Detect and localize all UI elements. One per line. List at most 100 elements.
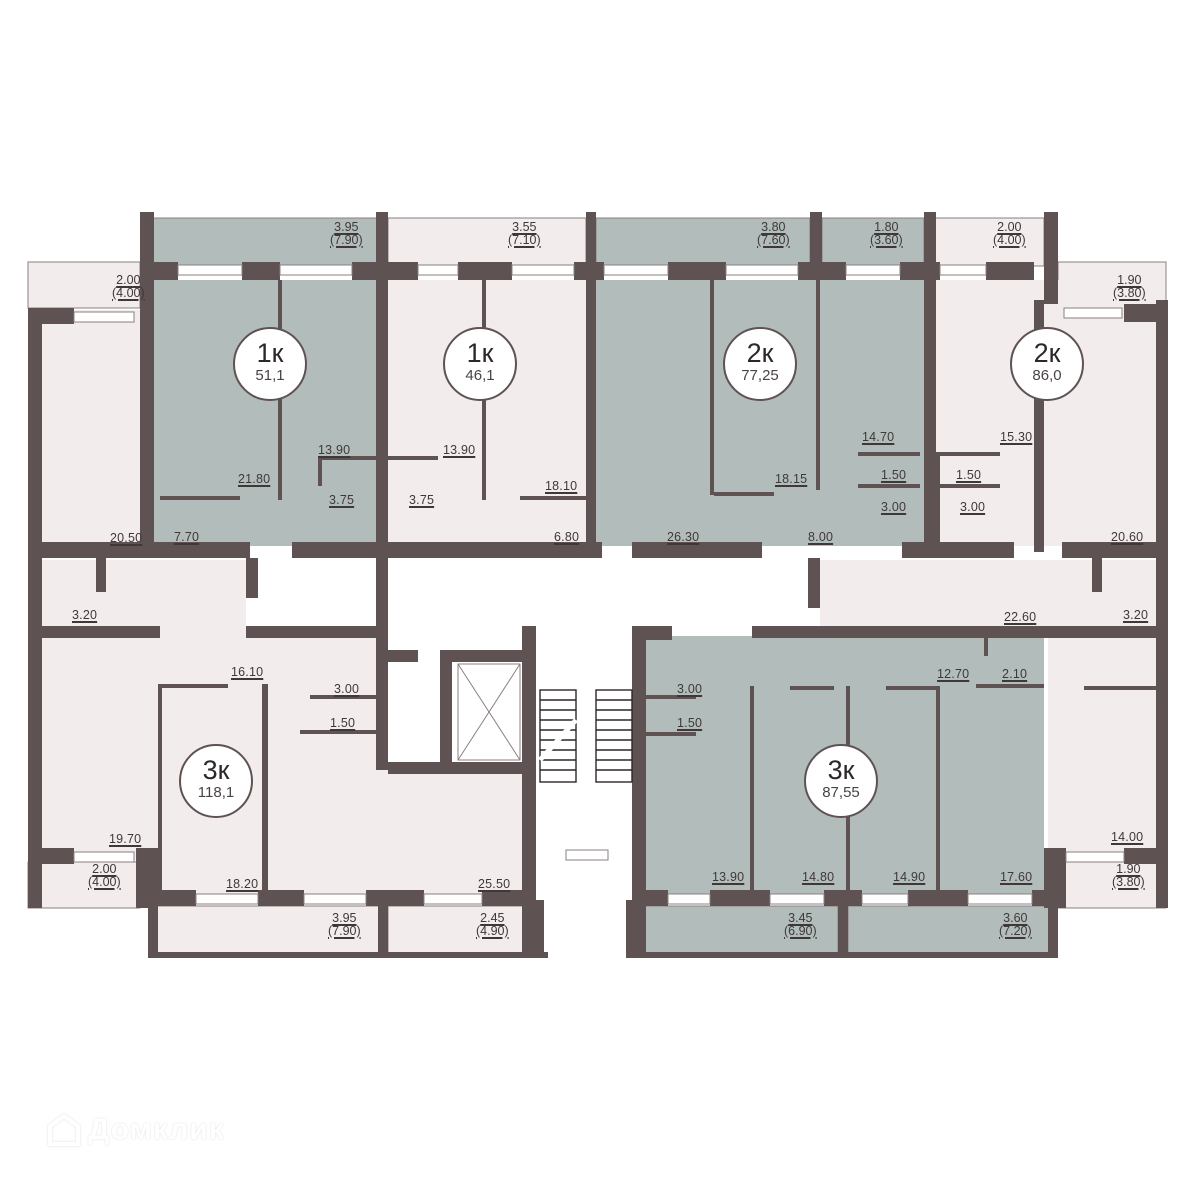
room-area-label: 20.50 bbox=[110, 531, 143, 545]
balcony-3k87-br[interactable] bbox=[1057, 861, 1167, 909]
room-area-label: 22.60 bbox=[1004, 610, 1037, 624]
balcony-area-reduced: 3.80 bbox=[761, 220, 786, 234]
room-area-label: 3.75 bbox=[329, 493, 355, 507]
apartment-area: 87,55 bbox=[822, 784, 860, 801]
balcony-area-reduced: 1.80 bbox=[874, 220, 899, 234]
balcony-area-label: 3.95(7.90) bbox=[328, 912, 361, 938]
apartment-badge-2k-86[interactable]: 2к 86,0 bbox=[1010, 327, 1084, 401]
balcony-2k86-a[interactable] bbox=[933, 217, 1045, 267]
domclick-house-icon bbox=[48, 1113, 80, 1146]
apartment-badge-2k-77[interactable]: 2к 77,25 bbox=[723, 327, 797, 401]
room-area-label: 7.70 bbox=[174, 530, 200, 544]
balcony-3k118-bl[interactable] bbox=[27, 861, 141, 909]
room-area-label: 21.80 bbox=[238, 472, 271, 486]
room-area-label: 16.10 bbox=[231, 665, 264, 679]
stairwell[interactable] bbox=[536, 636, 632, 850]
balcony-area-reduced: 1.90 bbox=[1117, 273, 1142, 287]
apartment-area: 86,0 bbox=[1032, 367, 1062, 384]
apartment-area: 51,1 bbox=[255, 367, 285, 384]
apartment-type: 3к bbox=[827, 755, 855, 785]
room-area-label: 1.50 bbox=[956, 468, 982, 482]
apt-3k87-right[interactable] bbox=[1048, 626, 1160, 860]
balcony-area-label: 1.80(3.60) bbox=[870, 221, 903, 247]
room-area-label: 14.90 bbox=[893, 870, 926, 884]
apartment-badge-3k-87[interactable]: 3к 87,55 bbox=[804, 744, 878, 818]
balcony-3k118-left[interactable] bbox=[27, 261, 141, 309]
apartment-type: 1к bbox=[466, 338, 494, 368]
apt-2k86-floor[interactable] bbox=[934, 280, 1160, 546]
room-area-label: 3.00 bbox=[677, 682, 703, 696]
apartment-type: 2к bbox=[746, 338, 774, 368]
balcony-area-reduced: 3.95 bbox=[334, 220, 359, 234]
room-area-label: 18.20 bbox=[226, 877, 259, 891]
apt-2k86-hall[interactable] bbox=[820, 560, 1160, 626]
balcony-area-full: (3.60) bbox=[870, 233, 903, 247]
balcony-1k46[interactable] bbox=[387, 217, 587, 267]
balcony-area-label: 3.45(6.90) bbox=[784, 912, 817, 938]
balcony-area-reduced: 3.60 bbox=[1003, 911, 1028, 925]
apartment-fills bbox=[40, 280, 1160, 902]
balcony-area-full: (3.80) bbox=[1113, 286, 1146, 300]
balcony-area-reduced: 1.90 bbox=[1116, 862, 1141, 876]
apartment-area: 118,1 bbox=[197, 784, 235, 801]
apartment-type: 1к bbox=[256, 338, 284, 368]
room-area-label: 18.15 bbox=[775, 472, 808, 486]
balcony-area-reduced: 3.55 bbox=[512, 220, 537, 234]
balcony-3k87-b2[interactable] bbox=[847, 905, 1051, 955]
room-area-label: 1.50 bbox=[881, 468, 907, 482]
apt-3k118-floor-d[interactable] bbox=[380, 770, 522, 900]
balcony-2k77-a[interactable] bbox=[595, 217, 811, 267]
apartment-badge-3k-118[interactable]: 3к 118,1 bbox=[179, 744, 253, 818]
apt-1k51-floor[interactable] bbox=[154, 280, 376, 546]
balcony-area-label: 3.80(7.60) bbox=[757, 221, 790, 247]
balcony-area-label: 2.00(4.00) bbox=[88, 863, 121, 889]
corridor[interactable] bbox=[246, 560, 820, 630]
balcony-area-full: (3.80) bbox=[1112, 875, 1145, 889]
room-area-label: 8.00 bbox=[808, 530, 834, 544]
balcony-area-label: 2.00(4.00) bbox=[993, 221, 1026, 247]
apartment-type: 3к bbox=[202, 755, 230, 785]
elevator-shaft-icon bbox=[457, 663, 521, 761]
apartment-area: 46,1 bbox=[465, 367, 495, 384]
apartment-area: 77,25 bbox=[741, 367, 779, 384]
room-area-label: 25.50 bbox=[478, 877, 511, 891]
room-area-label: 3.00 bbox=[960, 500, 986, 514]
balcony-area-full: (6.90) bbox=[784, 924, 817, 938]
room-area-label: 20.60 bbox=[1111, 530, 1144, 544]
apt-2k77-floor[interactable] bbox=[594, 280, 924, 546]
balcony-1k51[interactable] bbox=[147, 217, 381, 267]
apartment-type: 2к bbox=[1033, 338, 1061, 368]
balcony-area-full: (4.90) bbox=[476, 924, 509, 938]
room-area-label: 26.30 bbox=[667, 530, 700, 544]
balcony-area-label: 1.90(3.80) bbox=[1112, 863, 1145, 889]
balcony-area-label: 1.90(3.80) bbox=[1113, 274, 1146, 300]
watermark-text: Домклик bbox=[88, 1113, 225, 1146]
room-area-label: 3.20 bbox=[1123, 608, 1149, 622]
room-area-label: 13.90 bbox=[443, 443, 476, 457]
room-area-label: 15.30 bbox=[1000, 430, 1033, 444]
room-area-label: 3.00 bbox=[881, 500, 907, 514]
balcony-area-reduced: 2.00 bbox=[997, 220, 1022, 234]
balcony-area-full: (7.10) bbox=[508, 233, 541, 247]
balcony-area-full: (7.90) bbox=[328, 924, 361, 938]
balcony-area-reduced: 2.00 bbox=[92, 862, 117, 876]
room-area-label: 3.20 bbox=[72, 608, 98, 622]
balcony-area-label: 3.95(7.90) bbox=[330, 221, 363, 247]
room-area-label: 14.80 bbox=[802, 870, 835, 884]
balcony-area-reduced: 3.95 bbox=[332, 911, 357, 925]
balcony-area-label: 3.60(7.20) bbox=[999, 912, 1032, 938]
apartment-badge-1k-51[interactable]: 1к 51,1 bbox=[233, 327, 307, 401]
balcony-2k77-b[interactable] bbox=[821, 217, 925, 267]
balcony-area-label: 2.00(4.00) bbox=[112, 274, 145, 300]
balcony-area-reduced: 3.45 bbox=[788, 911, 813, 925]
windows bbox=[73, 264, 1125, 905]
balcony-3k118-b2[interactable] bbox=[387, 905, 537, 955]
room-area-label: 19.70 bbox=[109, 832, 142, 846]
room-area-label: 3.75 bbox=[409, 493, 435, 507]
apartment-badge-1k-46[interactable]: 1к 46,1 bbox=[443, 327, 517, 401]
watermark: Домклик bbox=[46, 1112, 225, 1148]
staircase-icon bbox=[538, 689, 633, 783]
apt-1k46-floor[interactable] bbox=[388, 280, 588, 546]
apt-3k118-floor-a[interactable] bbox=[40, 310, 150, 546]
